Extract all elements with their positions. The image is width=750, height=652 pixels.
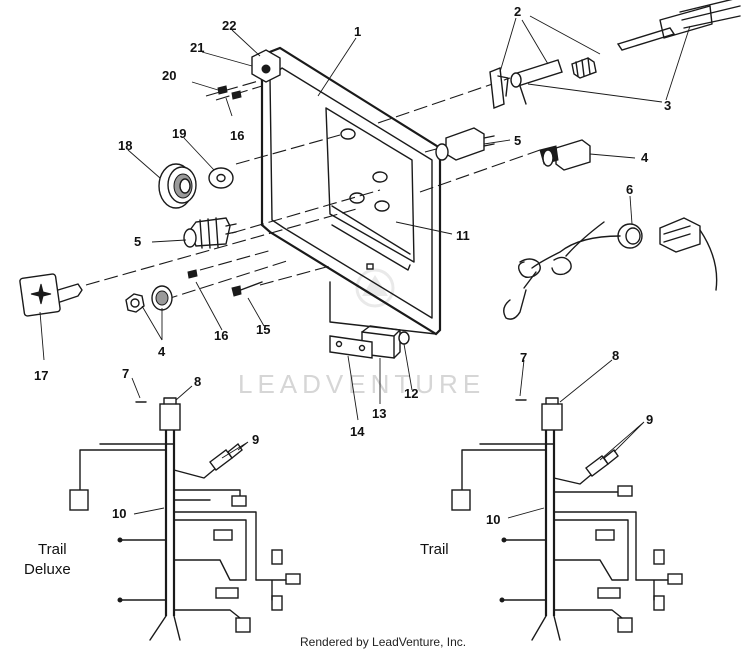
callout-6: 6 <box>626 182 633 197</box>
callout-16-upper: 16 <box>230 128 244 143</box>
callout-11: 11 <box>456 228 470 243</box>
callout-15: 15 <box>256 322 270 337</box>
callout-2: 2 <box>514 4 521 19</box>
screw-20 <box>217 85 242 100</box>
callout-5-right: 5 <box>514 133 521 148</box>
harness-trail-deluxe <box>69 397 301 641</box>
screw-15 <box>231 281 263 297</box>
callout-3: 3 <box>664 98 671 113</box>
callout-13: 13 <box>372 406 386 421</box>
toggle-switch <box>539 139 591 171</box>
caption-trail: Trail <box>420 541 449 558</box>
callout-8-left: 8 <box>194 374 201 389</box>
callout-14: 14 <box>350 424 365 439</box>
watermark-text: LEADVENTURE <box>238 369 485 399</box>
panel-clip <box>251 49 281 83</box>
callout-16-lower: 16 <box>214 328 228 343</box>
tether-switch-top <box>489 0 741 109</box>
dash-panel <box>260 46 442 336</box>
callout-1: 1 <box>354 24 361 39</box>
callout-9-right: 9 <box>646 412 653 427</box>
callout-10-right: 10 <box>486 512 500 527</box>
caption-trail-deluxe-line2: Deluxe <box>24 561 71 578</box>
callout-8-right: 8 <box>612 348 619 363</box>
nut-12 <box>398 331 410 345</box>
screw-16-lower <box>187 269 198 279</box>
callout-7-right: 7 <box>520 350 527 365</box>
assembly-lines <box>85 77 541 301</box>
watermark-logo: LEADVENTURE <box>238 268 485 399</box>
ignition-key <box>19 273 83 317</box>
callout-10-left: 10 <box>112 506 126 521</box>
plate-14 <box>329 335 373 359</box>
callout-19: 19 <box>172 126 186 141</box>
callout-12: 12 <box>404 386 418 401</box>
callout-labels: 1 2 3 4 4 5 5 6 7 7 8 8 9 9 10 10 11 12 … <box>34 4 671 527</box>
caption-trail-deluxe-line1: Trail <box>38 541 67 558</box>
ignition-switch-right <box>435 127 495 161</box>
callout-4-left: 4 <box>158 344 166 359</box>
callout-20: 20 <box>162 68 176 83</box>
callout-21: 21 <box>190 40 204 55</box>
bezel-ring <box>158 163 197 209</box>
harness-trail <box>451 397 683 641</box>
callout-4-right: 4 <box>641 150 649 165</box>
ignition-switch-left <box>183 217 237 249</box>
tether-cord <box>503 217 718 320</box>
washer <box>208 167 234 189</box>
callout-7-left: 7 <box>122 366 129 381</box>
callout-5-left: 5 <box>134 234 141 249</box>
footer-credit: Rendered by LeadVenture, Inc. <box>300 635 466 649</box>
callout-17: 17 <box>34 368 48 383</box>
callout-22: 22 <box>222 18 236 33</box>
nut-left <box>125 285 173 313</box>
callout-9-left: 9 <box>252 432 259 447</box>
callout-18: 18 <box>118 138 132 153</box>
leader-lines <box>39 15 691 519</box>
